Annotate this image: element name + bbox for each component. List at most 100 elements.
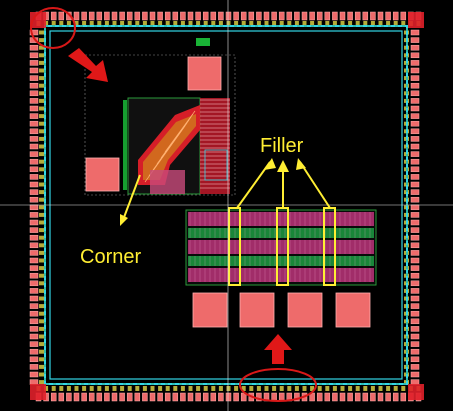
io-pad	[29, 75, 39, 81]
io-pad-inner	[39, 250, 44, 255]
io-pad	[410, 295, 420, 302]
io-pad	[410, 326, 420, 332]
io-pad	[29, 120, 39, 127]
corner-pointer-line	[122, 174, 141, 221]
io-pad-inner	[39, 311, 44, 316]
io-pad	[29, 52, 39, 59]
io-pad-inner	[393, 21, 398, 26]
io-pad	[29, 265, 39, 271]
io-pad	[104, 11, 110, 21]
io-pad-inner	[39, 76, 44, 81]
io-pad	[29, 174, 39, 180]
io-pad-inner	[173, 386, 178, 391]
io-pad	[347, 11, 353, 21]
io-pads-bottom	[35, 386, 422, 402]
io-pad	[410, 44, 420, 51]
io-pad-inner	[66, 21, 71, 26]
io-pad-inner	[39, 281, 44, 286]
io-pad-inner	[82, 21, 87, 26]
io-pad	[271, 392, 277, 402]
io-pad-inner	[370, 386, 375, 391]
io-pad	[111, 11, 118, 21]
corner-green-rail	[123, 100, 127, 190]
io-pad	[149, 392, 156, 402]
io-pad	[400, 11, 407, 21]
red-arrow-icon	[68, 48, 108, 82]
io-pad-inner	[363, 386, 368, 391]
io-pad	[354, 392, 361, 402]
io-pad	[278, 11, 285, 21]
io-pad-inner	[188, 21, 193, 26]
io-pad	[29, 364, 39, 370]
io-pad	[29, 113, 39, 119]
io-pad	[370, 11, 376, 21]
io-pad	[410, 288, 420, 294]
io-pad	[410, 90, 420, 97]
io-pad-inner	[39, 349, 44, 354]
io-pad	[410, 82, 420, 89]
io-pad	[202, 11, 209, 21]
io-pad-inner	[173, 21, 178, 26]
io-pad-inner	[332, 386, 337, 391]
io-pad-inner	[348, 21, 353, 26]
io-pad	[29, 158, 39, 165]
io-pad-inner	[218, 386, 223, 391]
io-pad-inner	[150, 21, 155, 26]
corner-cells	[30, 12, 424, 400]
io-pad	[248, 11, 255, 21]
io-pad-inner	[39, 273, 44, 278]
io-pad	[410, 189, 420, 195]
io-pad-inner	[39, 243, 44, 248]
io-pad-inner	[39, 114, 44, 119]
io-pad	[410, 234, 420, 241]
io-pad	[81, 392, 87, 402]
io-pad	[392, 392, 399, 402]
io-pad	[286, 11, 293, 21]
io-pad	[50, 11, 57, 21]
filler-highlight-box	[228, 207, 241, 286]
io-pad-inner	[188, 386, 193, 391]
filler-row	[188, 228, 374, 238]
io-pad-inner	[120, 386, 125, 391]
io-pad	[157, 392, 163, 402]
io-pad-inner	[39, 53, 44, 58]
corner-cell	[30, 12, 46, 28]
io-pad	[377, 392, 384, 402]
filler-pointer-head	[296, 158, 306, 170]
io-pad	[362, 11, 369, 21]
io-pad-inner	[39, 159, 44, 164]
io-pad-inner	[39, 266, 44, 271]
io-pad-inner	[256, 386, 261, 391]
io-pad	[218, 392, 224, 402]
io-pad-inner	[39, 319, 44, 324]
io-pad	[410, 310, 420, 317]
io-pad-inner	[39, 45, 44, 50]
io-pad	[126, 11, 133, 21]
io-pad-inner	[203, 21, 208, 26]
io-pad	[29, 379, 39, 385]
io-pad	[29, 128, 39, 135]
io-pad-inner	[165, 21, 170, 26]
io-pad-inner	[158, 386, 163, 391]
io-pad	[410, 29, 420, 36]
io-pad-inner	[39, 205, 44, 210]
io-pad-inner	[310, 386, 315, 391]
io-pad-inner	[39, 121, 44, 126]
io-pad-inner	[39, 197, 44, 202]
io-pad	[370, 392, 376, 402]
io-pad	[347, 392, 353, 402]
io-pad	[410, 265, 420, 271]
io-pad	[29, 98, 39, 104]
io-pad-inner	[211, 386, 216, 391]
io-pad-inner	[378, 21, 383, 26]
io-pad-inner	[378, 386, 383, 391]
io-pad	[410, 242, 420, 249]
io-pad	[410, 75, 420, 81]
io-pad	[134, 11, 141, 21]
io-pad	[180, 392, 186, 402]
io-pad	[58, 11, 65, 21]
io-pad-inner	[302, 386, 307, 391]
io-pad-inner	[142, 386, 147, 391]
